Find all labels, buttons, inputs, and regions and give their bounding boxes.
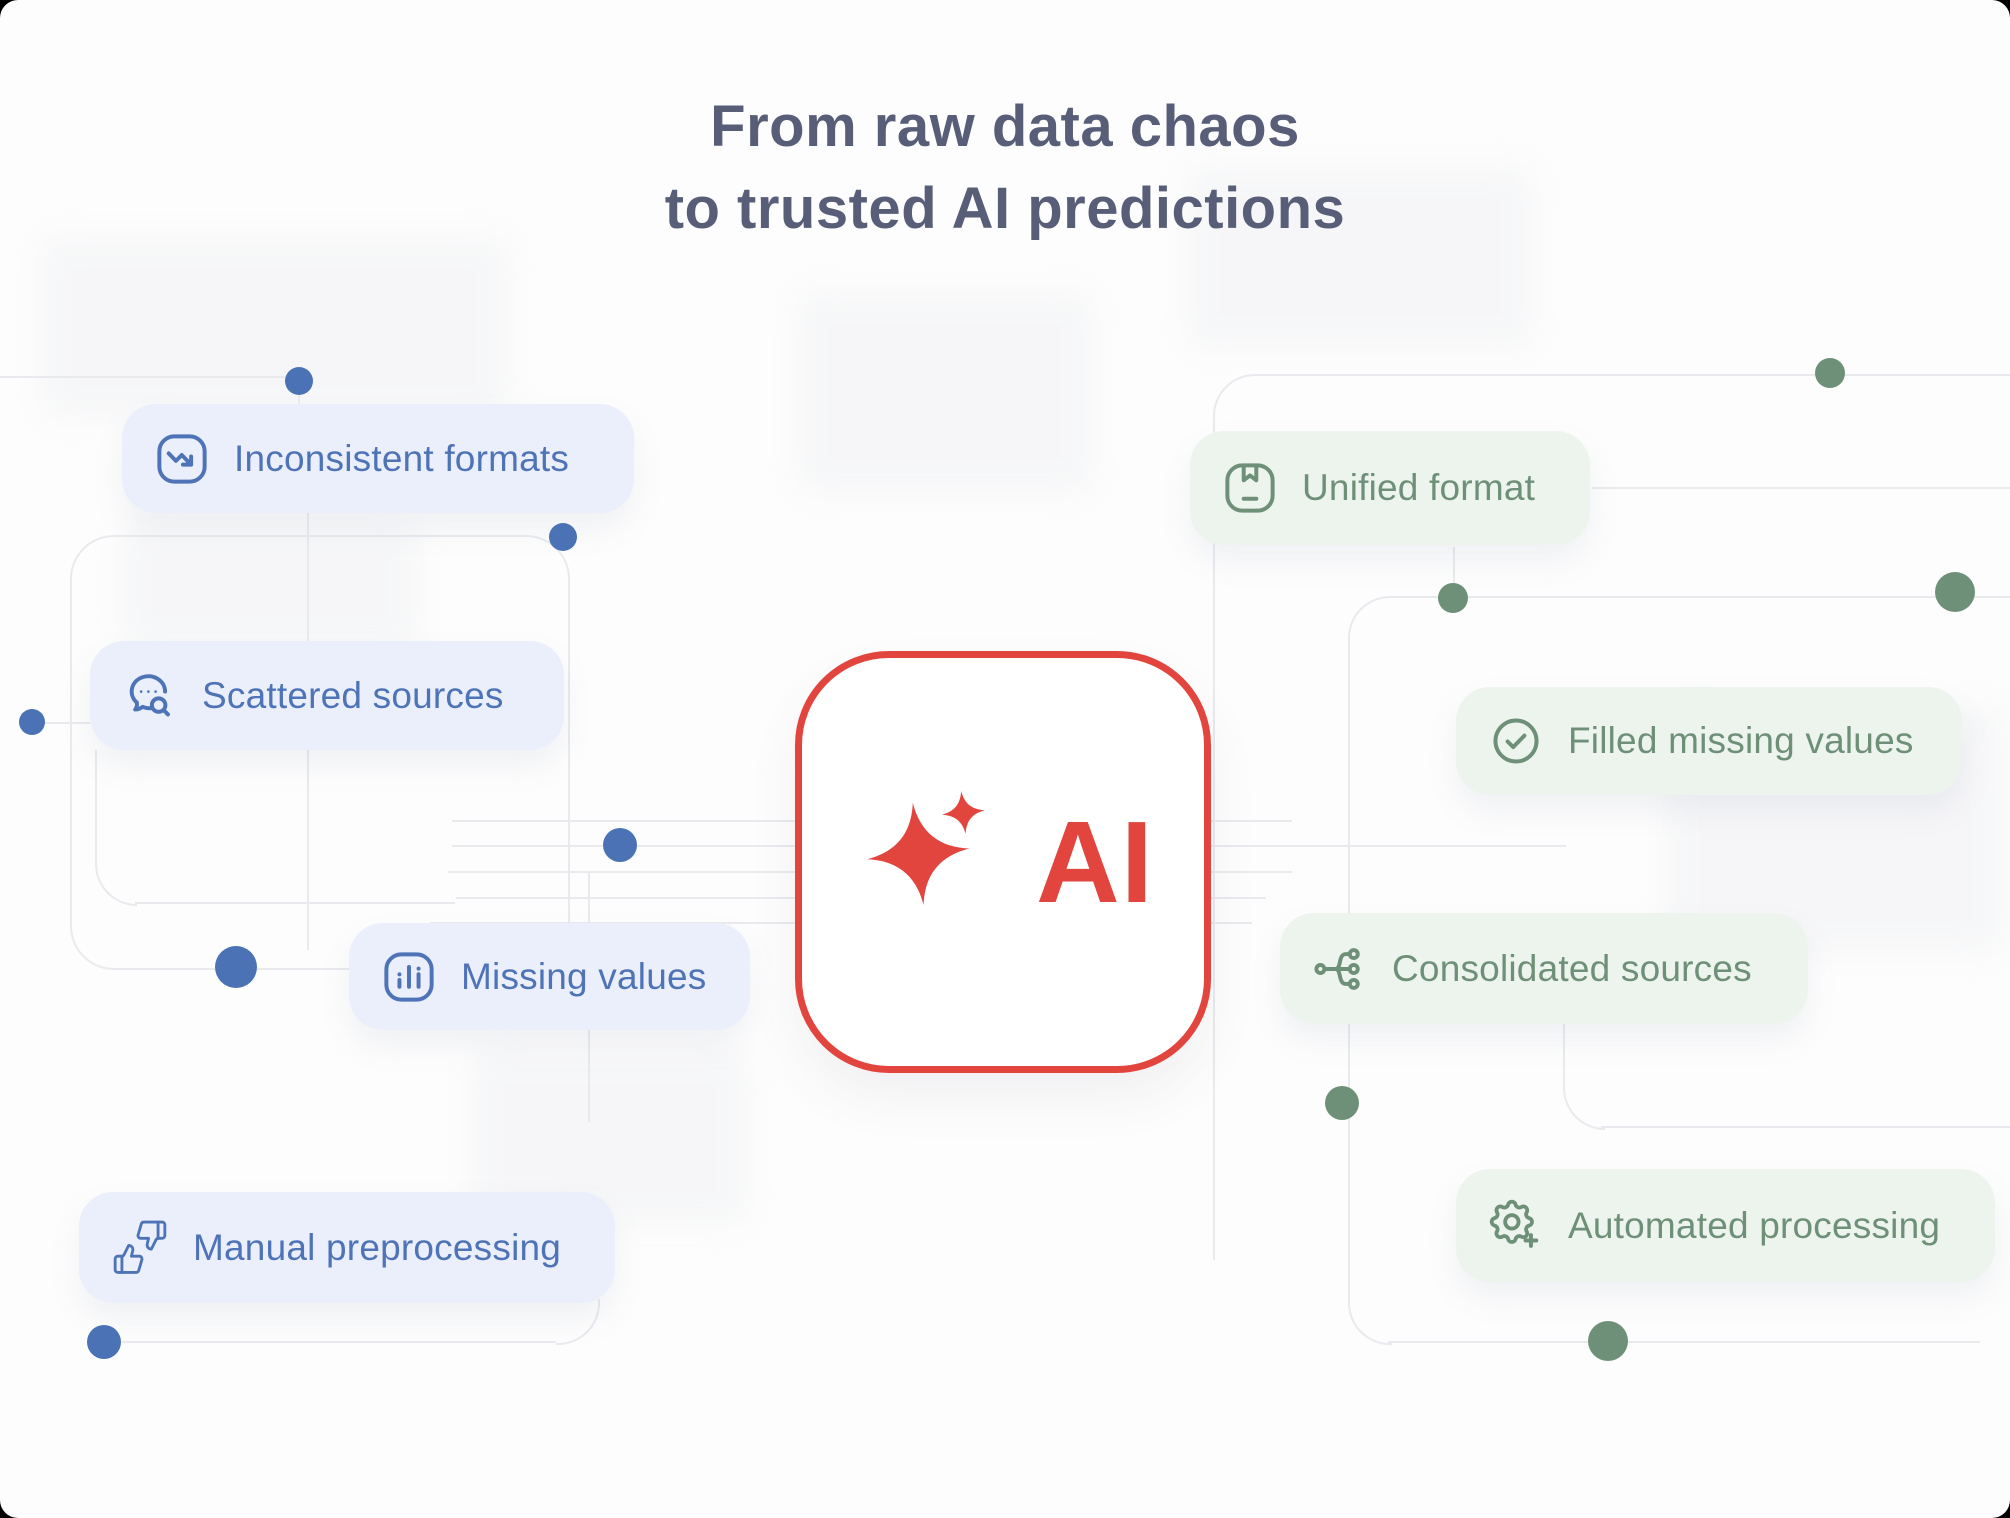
background-patch bbox=[120, 520, 420, 650]
pill-unified-format: Unified format bbox=[1190, 431, 1590, 545]
connector-line bbox=[0, 376, 285, 378]
connector-line bbox=[1388, 596, 2010, 598]
connector-line bbox=[95, 750, 97, 866]
pill-manual-preprocessing: Manual preprocessing bbox=[79, 1192, 615, 1303]
gear-plus-icon bbox=[1489, 1199, 1539, 1248]
pill-label: Filled missing values bbox=[1568, 720, 1914, 761]
connector-line bbox=[1453, 547, 1455, 583]
check-circle-icon bbox=[1493, 718, 1539, 764]
pill-missing-values: Missing values bbox=[349, 923, 750, 1030]
pill-label: Manual preprocessing bbox=[193, 1226, 562, 1268]
connector-loop bbox=[70, 535, 570, 970]
title-line-2: to trusted AI predictions bbox=[664, 176, 1346, 242]
pill-label: Scattered sources bbox=[202, 674, 504, 716]
connector-line bbox=[122, 1341, 556, 1343]
background-patch bbox=[1185, 165, 1535, 350]
connector-line bbox=[298, 393, 300, 405]
connector-dot-blue bbox=[285, 367, 313, 395]
connector-line bbox=[135, 902, 455, 904]
connector-line bbox=[1388, 1341, 1980, 1343]
pill-scattered-sources: Scattered sources bbox=[90, 641, 564, 750]
pill-automated-processing: Automated processing bbox=[1456, 1169, 1995, 1282]
background-patch bbox=[795, 290, 1095, 495]
connector-line bbox=[1563, 992, 1565, 1090]
pill-label: Automated processing bbox=[1568, 1204, 1941, 1246]
connector-dot-blue bbox=[603, 828, 637, 862]
pill-label: Inconsistent formats bbox=[234, 437, 570, 479]
pill-filled-missing-values: Filled missing values bbox=[1456, 687, 1962, 795]
title-line-1: From raw data chaos bbox=[710, 94, 1300, 159]
connector-dot-blue bbox=[549, 523, 577, 551]
connector-line bbox=[1253, 374, 2010, 376]
bar-chart-icon bbox=[384, 951, 434, 1002]
chat-search-icon bbox=[129, 673, 170, 716]
background-patch bbox=[40, 235, 510, 420]
merge-branches-icon bbox=[1314, 947, 1360, 990]
pill-inconsistent-formats: Inconsistent formats bbox=[122, 404, 634, 513]
connector-line bbox=[1592, 487, 2010, 489]
connector-line bbox=[44, 722, 90, 724]
connector-dot-green bbox=[1438, 583, 1468, 613]
connector-line bbox=[1213, 414, 1215, 1260]
pill-label: Missing values bbox=[461, 955, 707, 997]
connector-corner bbox=[1348, 1299, 1392, 1345]
pill-label: Unified format bbox=[1302, 467, 1536, 508]
connector-dot-green bbox=[1325, 1086, 1359, 1120]
ai-label: AI bbox=[1036, 797, 1154, 927]
connector-dot-blue bbox=[87, 1325, 121, 1359]
connector-corner bbox=[1563, 1088, 1605, 1130]
pill-consolidated-sources: Consolidated sources bbox=[1280, 913, 1808, 1024]
connector-corner bbox=[1348, 596, 1392, 640]
connector-dot-blue bbox=[215, 946, 257, 988]
connector-line bbox=[1601, 1126, 2010, 1128]
ai-card: AI bbox=[795, 651, 1211, 1073]
connector-corner bbox=[1213, 374, 1257, 418]
connector-corner bbox=[556, 1299, 600, 1345]
connector-dot-green bbox=[1935, 572, 1975, 612]
page-title: From raw data chaos to trusted AI predic… bbox=[0, 86, 2010, 251]
pill-label: Consolidated sources bbox=[1392, 947, 1752, 989]
sparkle-icon bbox=[867, 791, 985, 906]
trend-down-icon bbox=[157, 433, 207, 484]
package-bookmark-icon bbox=[1225, 463, 1275, 513]
connector-dot-green bbox=[1815, 358, 1845, 388]
thumbs-up-down-icon bbox=[113, 1220, 167, 1274]
connector-dot-blue bbox=[19, 709, 45, 735]
connector-dot-green bbox=[1588, 1321, 1628, 1361]
